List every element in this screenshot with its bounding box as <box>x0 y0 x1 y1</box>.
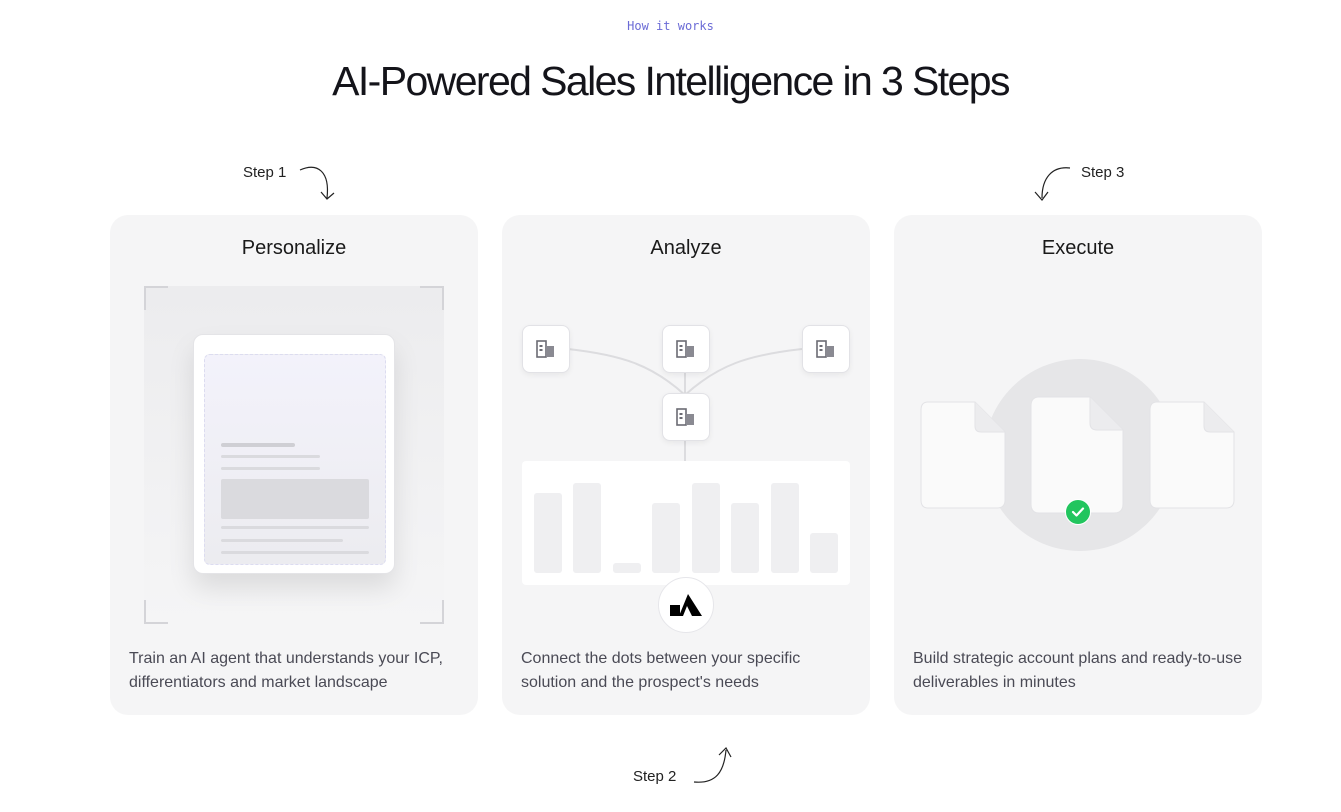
chart-column <box>534 493 562 573</box>
placeholder-line <box>221 443 295 447</box>
document-preview-icon <box>193 334 395 574</box>
curved-arrow-down-icon <box>299 166 335 200</box>
document-preview-illustration <box>144 286 444 624</box>
card-title: Personalize <box>241 237 347 259</box>
frame-corner <box>420 286 444 310</box>
company-node <box>802 325 850 373</box>
chart-column <box>771 483 799 573</box>
placeholder-line <box>221 539 343 542</box>
card-title: Execute <box>1041 237 1115 259</box>
curved-arrow-down-icon <box>1034 167 1071 201</box>
logo-mark-icon <box>670 594 702 616</box>
page-title: AI-Powered Sales Intelligence in 3 Steps <box>332 58 1010 104</box>
chart-column <box>652 503 680 573</box>
connector-lines <box>567 348 803 461</box>
building-icon <box>676 408 694 426</box>
document-icon <box>1030 396 1124 514</box>
placeholder-line <box>221 551 369 554</box>
bar-chart-illustration <box>522 461 850 585</box>
brand-logo <box>658 577 714 633</box>
section-eyebrow: How it works <box>627 19 714 33</box>
chart-column <box>613 563 641 573</box>
placeholder-line <box>221 455 320 458</box>
step-card-analyze: Analyze <box>502 215 870 715</box>
placeholder-line <box>221 526 369 529</box>
chart-column <box>573 483 601 573</box>
company-node <box>522 325 570 373</box>
card-description: Build strategic account plans and ready-… <box>913 650 1243 691</box>
building-icon <box>676 340 694 358</box>
curved-arrow-up-icon <box>693 747 732 783</box>
placeholder-line <box>221 467 320 470</box>
frame-corner <box>144 286 168 310</box>
frame-corner <box>420 600 444 624</box>
frame-corner <box>144 600 168 624</box>
building-icon <box>816 340 834 358</box>
card-description: Connect the dots between your specific s… <box>521 650 801 691</box>
step-card-execute: Execute Build strategic account plans an… <box>894 215 1262 715</box>
document-icon <box>1149 401 1235 509</box>
check-circle-icon <box>1065 499 1091 525</box>
step-2-label: Step 2 <box>633 768 677 785</box>
placeholder-block <box>221 479 369 519</box>
chart-column <box>731 503 759 573</box>
company-node <box>662 325 710 373</box>
step-3-label: Step 3 <box>1081 164 1125 181</box>
building-icon <box>536 340 554 358</box>
chart-column <box>692 483 720 573</box>
step-1-label: Step 1 <box>243 164 287 181</box>
document-content <box>204 354 386 565</box>
document-icon <box>920 401 1006 509</box>
card-title: Analyze <box>650 237 722 259</box>
card-description: Train an AI agent that understands your … <box>129 650 443 691</box>
step-card-personalize: Personalize Train an AI agent that under… <box>110 215 478 715</box>
chart-column <box>810 533 838 573</box>
company-node <box>662 393 710 441</box>
